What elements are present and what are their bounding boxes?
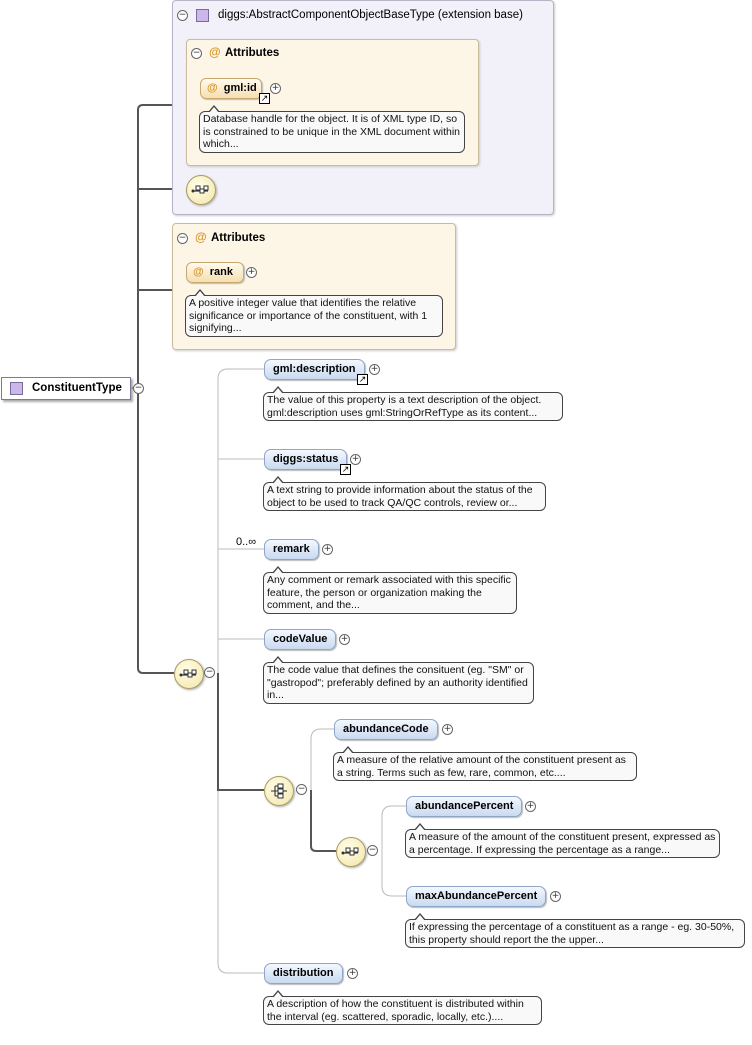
expand-gml-description-toggle[interactable]: + — [369, 364, 380, 375]
expand-distribution-toggle[interactable]: + — [347, 968, 358, 979]
complex-type-icon — [10, 382, 23, 395]
expand-max-abundance-percent-toggle[interactable]: + — [550, 891, 561, 902]
remark-cardinality: 0..∞ — [236, 536, 257, 548]
choice-compositor[interactable] — [264, 776, 294, 806]
distribution-label: distribution — [273, 967, 334, 979]
code-value-element[interactable]: codeValue — [264, 629, 337, 650]
sequence-icon — [341, 847, 359, 856]
attribute-icon: @ — [195, 230, 207, 244]
base-attributes-title: Attributes — [225, 47, 280, 59]
collapse-attributes-toggle[interactable]: − — [177, 233, 188, 244]
gml-id-doc: Database handle for the object. It is of… — [199, 105, 465, 153]
abundance-percent-label: abundancePercent — [415, 800, 514, 812]
code-value-label: codeValue — [273, 633, 328, 645]
base-type-name: diggs:AbstractComponentObjectBaseType — [218, 9, 435, 21]
complex-type-icon — [196, 9, 209, 22]
abundance-percent-element[interactable]: abundancePercent — [406, 796, 523, 817]
base-type-suffix: (extension base) — [437, 9, 523, 21]
reference-arrow-icon: ↗ — [340, 464, 351, 475]
expand-diggs-status-toggle[interactable]: + — [350, 454, 361, 465]
reference-arrow-icon: ↗ — [259, 93, 270, 104]
attributes-title: Attributes — [211, 232, 266, 244]
collapse-base-attributes-toggle[interactable]: − — [191, 48, 202, 59]
base-sequence-compositor[interactable] — [186, 175, 216, 205]
diggs-status-doc: A text string to provide information abo… — [263, 476, 546, 511]
rank-doc: A positive integer value that identifies… — [185, 289, 443, 337]
abundance-percent-doc: A measure of the amount of the constitue… — [405, 823, 720, 858]
expand-abundance-percent-toggle[interactable]: + — [525, 801, 536, 812]
sequence-icon — [191, 185, 209, 194]
gml-id-label: gml:id — [223, 82, 257, 94]
expand-gml-id-toggle[interactable]: + — [270, 83, 281, 94]
root-complex-type[interactable]: ConstituentType — [1, 377, 131, 400]
rank-label: rank — [209, 266, 233, 278]
nested-sequence-compositor[interactable] — [336, 837, 366, 867]
remark-doc: Any comment or remark associated with th… — [263, 566, 517, 614]
reference-arrow-icon: ↗ — [357, 374, 368, 385]
distribution-doc: A description of how the constituent is … — [263, 990, 542, 1025]
abundance-code-doc: A measure of the relative amount of the … — [333, 746, 637, 781]
abundance-code-element[interactable]: abundanceCode — [334, 719, 438, 740]
attribute-icon: @ — [207, 82, 218, 94]
max-abundance-percent-doc: If expressing the percentage of a consti… — [405, 913, 745, 948]
gml-id-attribute[interactable]: @ gml:id — [200, 78, 262, 99]
gml-description-label: gml:description — [273, 363, 356, 375]
expand-remark-toggle[interactable]: + — [322, 544, 333, 555]
gml-description-doc: The value of this property is a text des… — [263, 386, 563, 421]
sequence-icon — [179, 669, 197, 678]
collapse-root-toggle[interactable]: − — [133, 383, 144, 394]
abundance-code-label: abundanceCode — [343, 723, 429, 735]
collapse-sequence-toggle[interactable]: − — [204, 667, 215, 678]
diggs-status-element[interactable]: diggs:status — [264, 449, 348, 470]
distribution-element[interactable]: distribution — [264, 963, 343, 984]
remark-element[interactable]: remark — [264, 539, 319, 560]
collapse-choice-toggle[interactable]: − — [296, 784, 307, 795]
attribute-icon: @ — [193, 266, 204, 278]
gml-description-element[interactable]: gml:description — [264, 359, 365, 380]
diggs-status-label: diggs:status — [273, 453, 339, 465]
rank-attribute[interactable]: @ rank — [186, 262, 244, 283]
collapse-base-toggle[interactable]: − — [177, 10, 188, 21]
expand-abundance-code-toggle[interactable]: + — [442, 724, 453, 735]
collapse-nested-sequence-toggle[interactable]: − — [367, 845, 378, 856]
max-abundance-percent-element[interactable]: maxAbundancePercent — [406, 886, 547, 907]
max-abundance-percent-label: maxAbundancePercent — [415, 890, 538, 902]
choice-icon — [271, 783, 287, 799]
root-type-label: ConstituentType — [32, 382, 122, 394]
expand-rank-toggle[interactable]: + — [246, 267, 257, 278]
attribute-icon: @ — [209, 45, 221, 59]
remark-label: remark — [273, 543, 310, 555]
expand-code-value-toggle[interactable]: + — [339, 634, 350, 645]
base-type-title: diggs:AbstractComponentObjectBaseType (e… — [218, 9, 523, 21]
code-value-doc: The code value that defines the consitue… — [263, 656, 534, 704]
sequence-compositor[interactable] — [174, 659, 204, 689]
